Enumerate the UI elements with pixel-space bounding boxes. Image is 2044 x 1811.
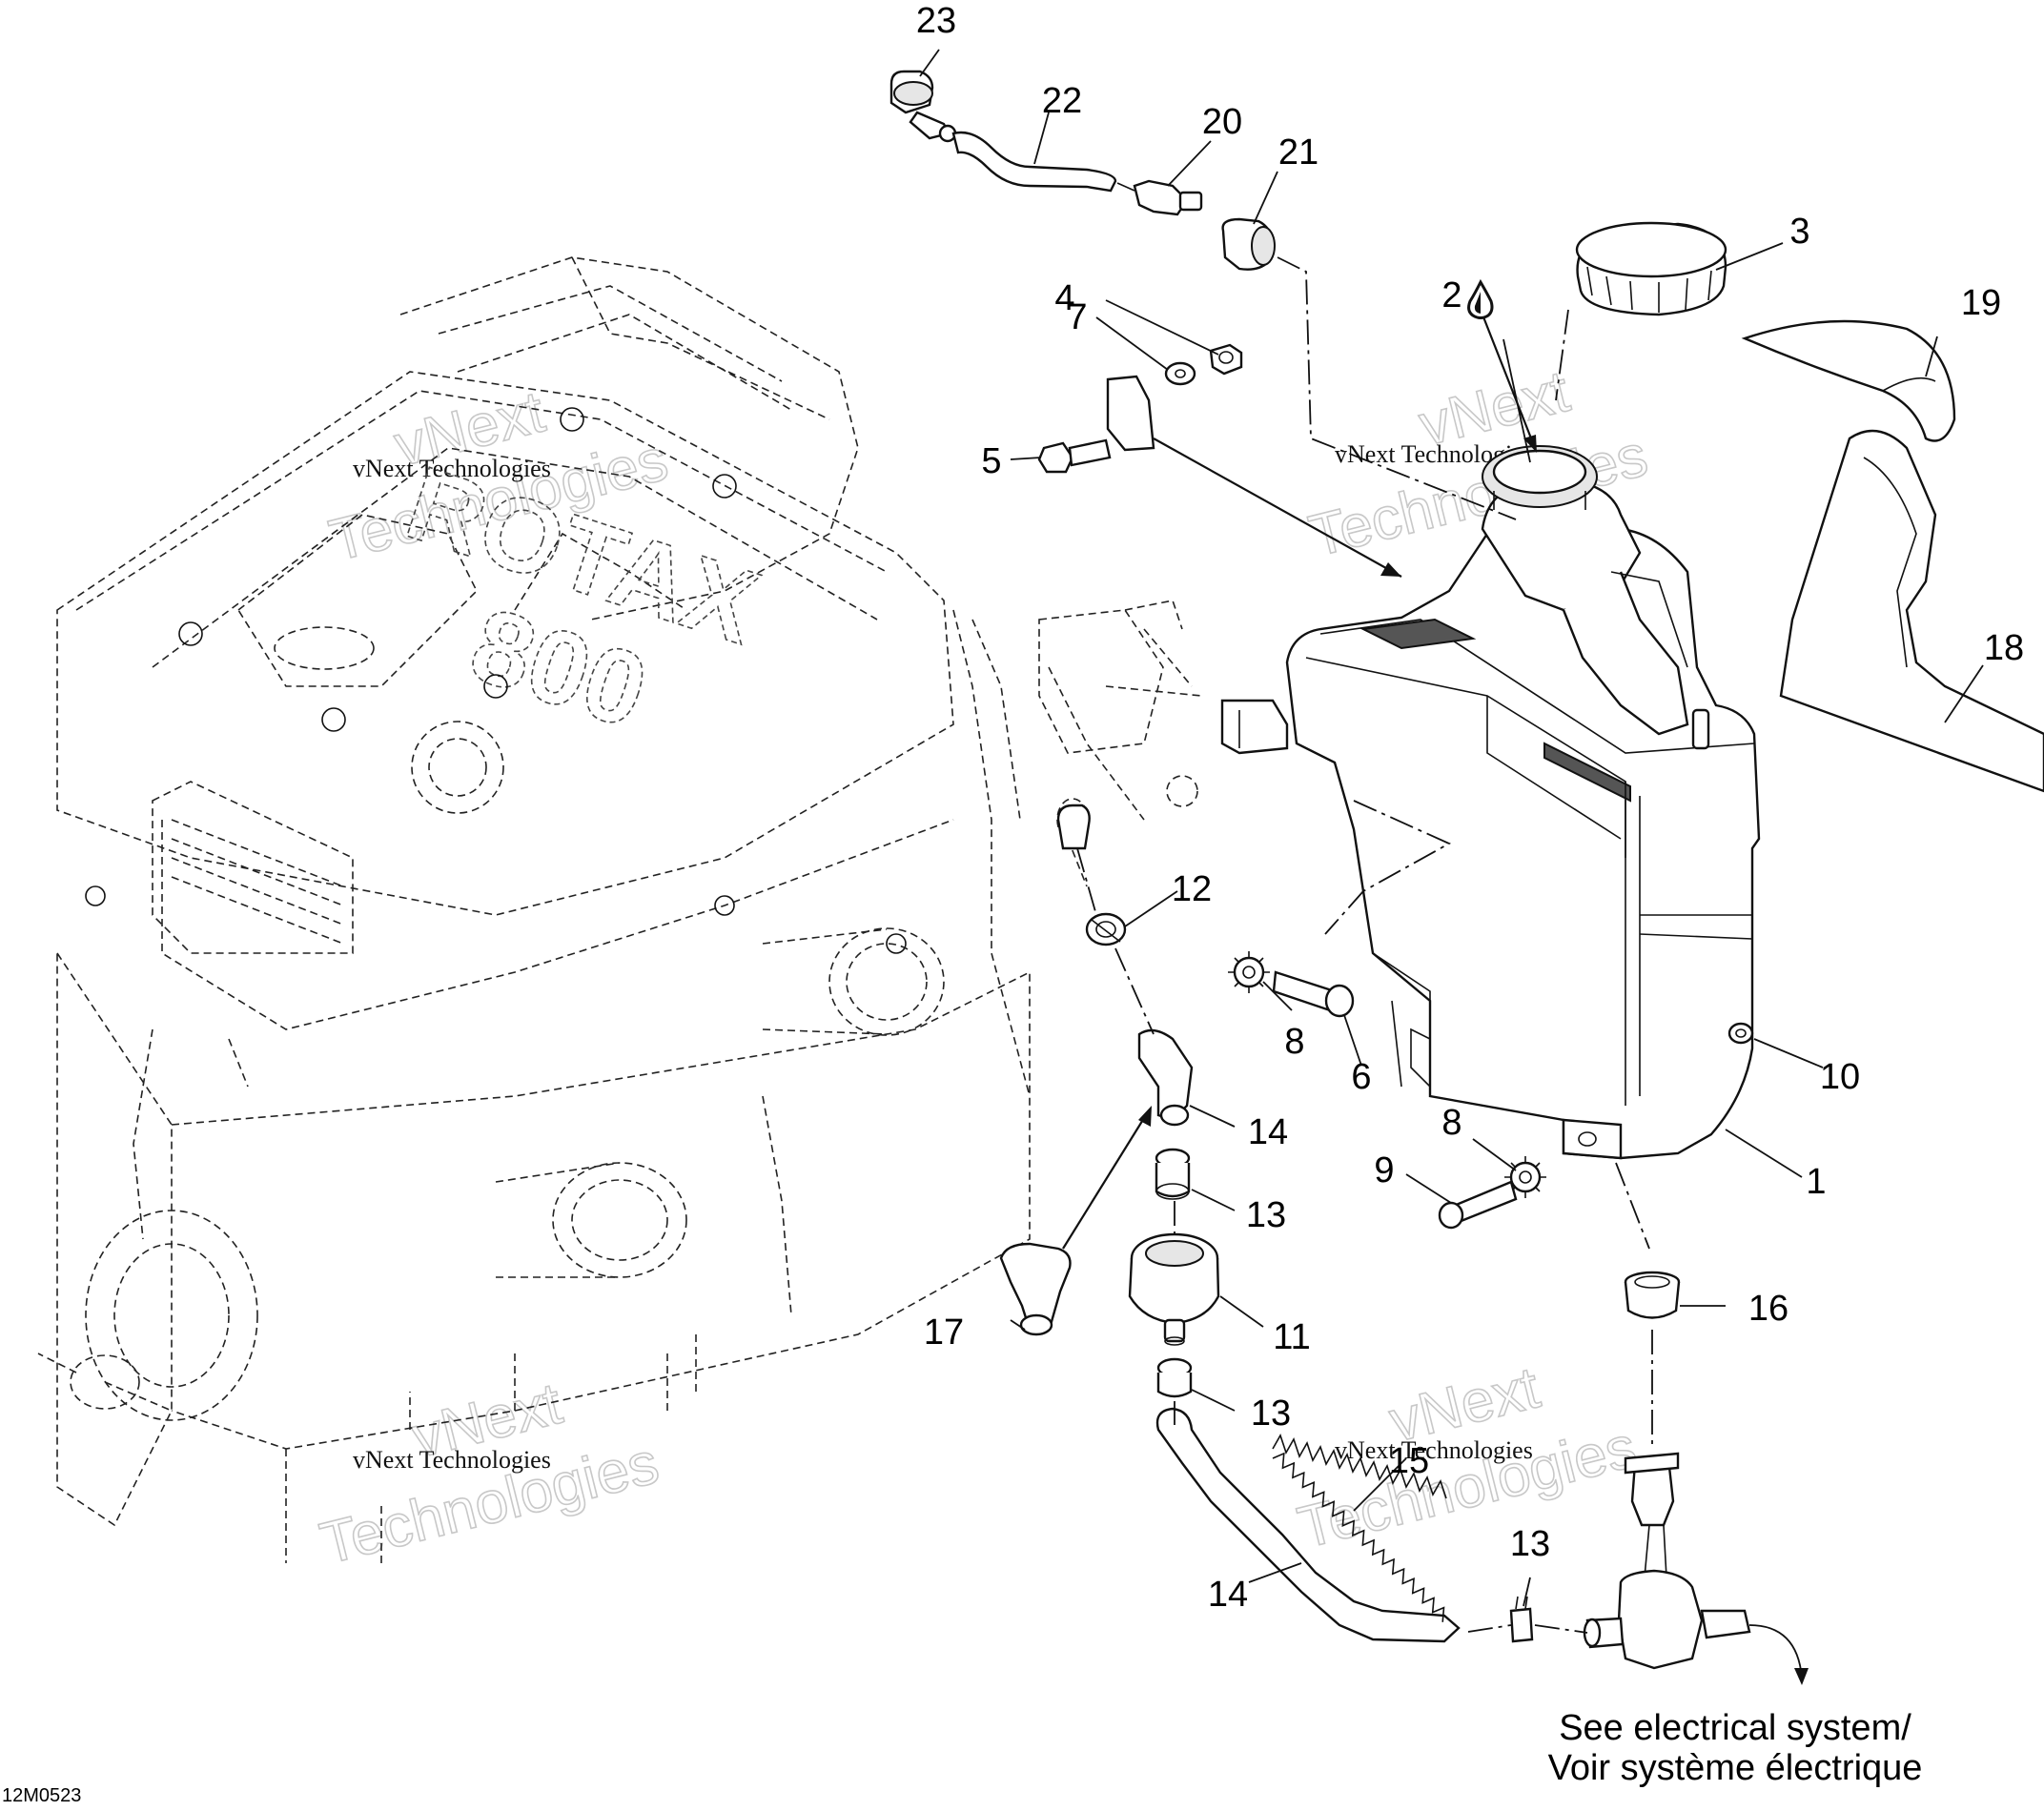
arrow-icon xyxy=(1794,1668,1809,1685)
callout-7: 7 xyxy=(1067,297,1087,337)
assembly-lines xyxy=(1062,256,1809,1685)
callout-19: 19 xyxy=(1961,283,2001,323)
fasteners xyxy=(1037,343,1754,1230)
watermark-text-4: vNext Technologies xyxy=(1335,1436,1533,1464)
callout-6: 6 xyxy=(1351,1057,1371,1097)
callout-23: 23 xyxy=(916,1,956,41)
callout-9: 9 xyxy=(1374,1150,1394,1190)
callout-5: 5 xyxy=(981,441,1001,481)
note-line-2: Voir système électrique xyxy=(1548,1748,1923,1788)
callout-22: 22 xyxy=(1042,81,1082,121)
watermark-text-3: vNext Technologies xyxy=(353,1446,551,1474)
callout-20: 20 xyxy=(1202,102,1242,142)
callout-13c: 13 xyxy=(1510,1524,1550,1564)
callout-14a: 14 xyxy=(1248,1112,1288,1152)
callout-13b: 13 xyxy=(1251,1394,1291,1434)
hose-parts xyxy=(999,804,1751,1670)
arrow-icon xyxy=(1138,1106,1152,1127)
callout-12: 12 xyxy=(1172,869,1212,909)
callout-10: 10 xyxy=(1820,1057,1860,1097)
callout-3: 3 xyxy=(1789,212,1809,252)
leader-lines xyxy=(919,49,1984,1607)
callout-18: 18 xyxy=(1984,628,2024,668)
callout-8b: 8 xyxy=(1441,1103,1461,1143)
callout-2: 2 xyxy=(1441,275,1461,315)
callout-15: 15 xyxy=(1389,1441,1429,1481)
callout-8a: 8 xyxy=(1284,1022,1304,1062)
oil-level-sensor-assembly xyxy=(889,70,1276,271)
drawing-code: 12M0523 xyxy=(2,1785,81,1806)
callout-21: 21 xyxy=(1278,132,1318,173)
callout-4: 4 xyxy=(1054,278,1074,318)
arrow-icon xyxy=(1380,562,1401,577)
callout-13a: 13 xyxy=(1246,1195,1286,1235)
callout-numbers: 23 22 20 21 3 19 4 7 5 2 18 12 8 6 10 14… xyxy=(916,1,2024,1615)
oil-cap xyxy=(1575,221,1727,316)
callout-11: 11 xyxy=(1273,1317,1310,1357)
arrow-icon xyxy=(1523,435,1537,453)
note-line-1: See electrical system/ xyxy=(1559,1708,1911,1748)
callout-14b: 14 xyxy=(1208,1575,1248,1615)
callout-1: 1 xyxy=(1806,1162,1826,1202)
oil-tank xyxy=(1220,445,1761,1160)
decals xyxy=(1741,319,2044,793)
callout-17: 17 xyxy=(924,1312,964,1353)
callout-16: 16 xyxy=(1748,1289,1788,1329)
